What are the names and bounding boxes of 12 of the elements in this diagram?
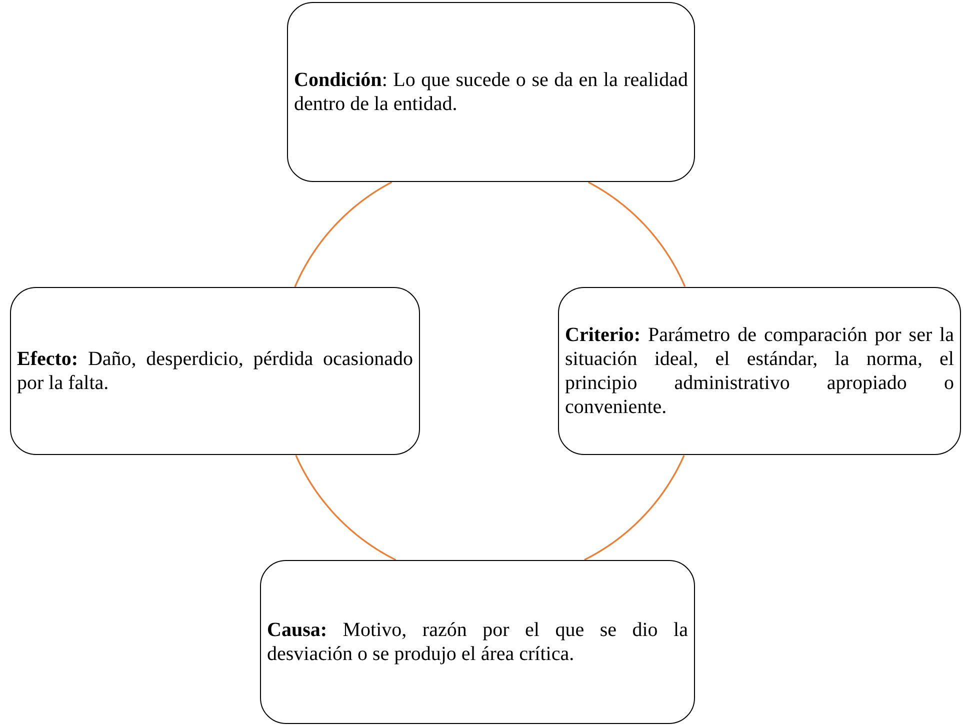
connector-arc bbox=[294, 181, 392, 288]
connector-arc bbox=[295, 455, 396, 561]
description-text: Criterio: Parámetro de comparación por ser la situación ideal, el estándar, la norma, el principio administrativo apropiado o conveniente. bbox=[565, 323, 954, 419]
connector-arc bbox=[584, 455, 685, 560]
rounded-box bbox=[10, 287, 420, 455]
rounded-box bbox=[260, 560, 695, 724]
description-text: Condición: Lo que sucede o se da en la realidad dentro de la entidad. bbox=[294, 68, 688, 116]
rounded-box bbox=[558, 287, 961, 455]
description-text: Causa: Motivo, razón por el que se dio la desviación o se produjo el área crítica. bbox=[267, 618, 688, 666]
connector-arc bbox=[588, 182, 686, 287]
rounded-box bbox=[287, 2, 695, 182]
description-text: Efecto: Daño, desperdicio, pérdida ocasionado por la falta. bbox=[17, 347, 413, 395]
